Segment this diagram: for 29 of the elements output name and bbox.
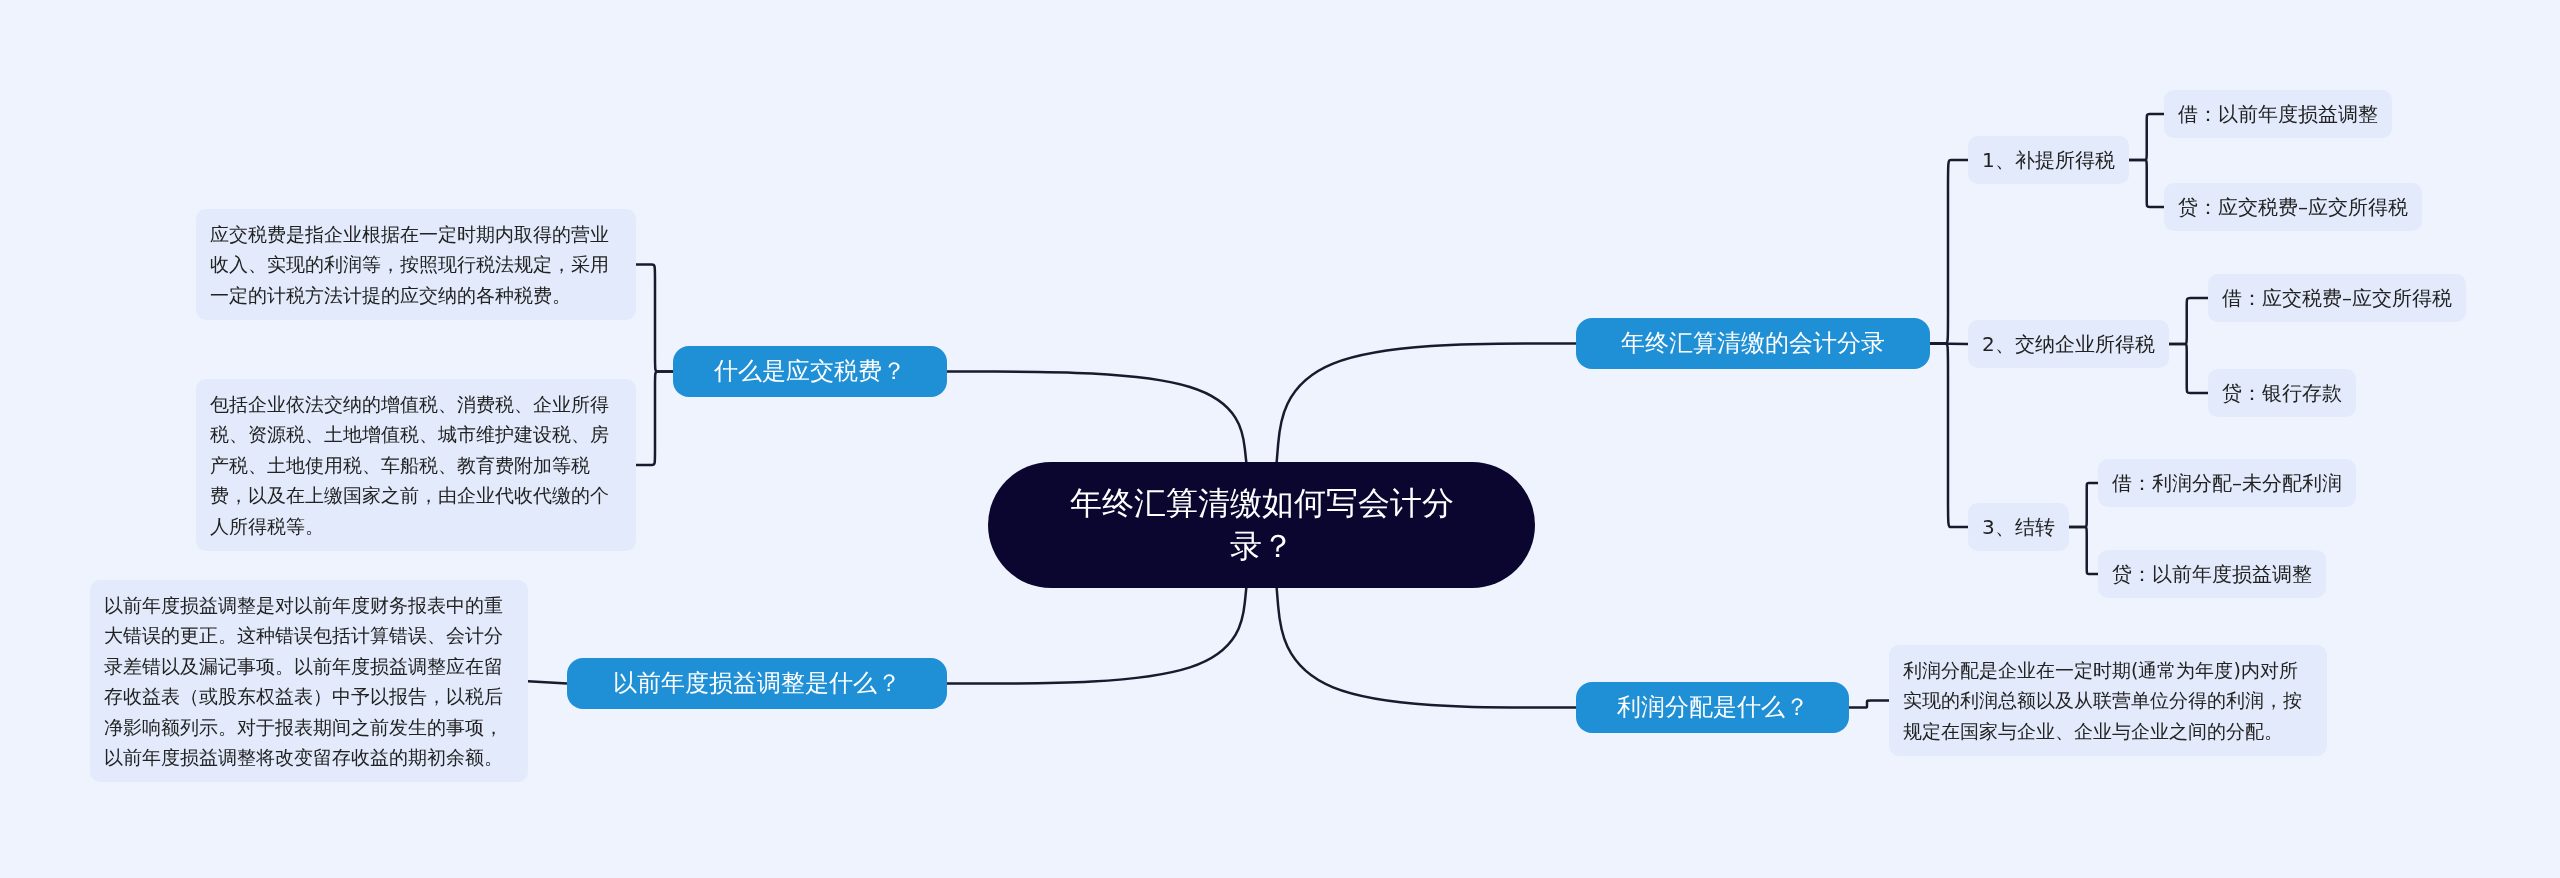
subtopic-box: 借：应交税费–应交所得税 <box>2208 274 2466 322</box>
topic-box: 什么是应交税费？ <box>673 346 947 398</box>
topic-box: 利润分配是什么？ <box>1576 682 1849 734</box>
connector-line <box>2068 525 2098 576</box>
topic-box: 以前年度损益调整是什么？ <box>567 658 947 710</box>
connector-line <box>527 679 568 685</box>
connector-line <box>1275 342 1576 465</box>
subtopic-box: 借：以前年度损益调整 <box>2164 90 2392 138</box>
connector-line <box>1930 342 1968 529</box>
note-card: 以前年度损益调整是对以前年度财务报表中的重大错误的更正。这种错误包括计算错误、会计分录差错以及漏记事项。以前年度损益调整应在留存收益表（或股东权益表）中予以报告，以税后净影响额列示。对于报表期间之前发生的事项，以前年度损益调整将改变留存收益的期初余额。 <box>90 580 528 783</box>
connector-line <box>2128 158 2164 209</box>
subtopic-box: 3、结转 <box>1968 503 2069 551</box>
subtopic-box: 1、补提所得税 <box>1968 136 2129 184</box>
subtopic-box: 贷：银行存款 <box>2208 369 2356 417</box>
subtopic-box: 借：利润分配–未分配利润 <box>2098 459 2356 507</box>
central-topic: 年终汇算清缴如何写会计分录？ <box>988 462 1535 588</box>
connector-line <box>2168 342 2208 395</box>
subtopic-box: 贷：以前年度损益调整 <box>2098 550 2326 598</box>
topic-box: 年终汇算清缴的会计分录 <box>1576 318 1930 370</box>
note-card: 包括企业依法交纳的增值税、消费税、企业所得税、资源税、土地增值税、城市维护建设税、房产税、土地使用税、车船税、教育费附加等税费，以及在上缴国家之前，由企业代收代缴的个人所得税等。 <box>196 379 636 551</box>
subtopic-box: 贷：应交税费–应交所得税 <box>2164 183 2422 231</box>
connector-line <box>636 370 673 467</box>
connector-line <box>1849 699 1889 709</box>
connector-line <box>947 585 1248 685</box>
note-card: 利润分配是企业在一定时期(通常为年度)内对所实现的利润总额以及从联营单位分得的利润，按规定在国家与企业、企业与企业之间的分配。 <box>1889 645 2327 757</box>
subtopic-box: 2、交纳企业所得税 <box>1968 320 2169 368</box>
connector-line <box>1275 585 1576 709</box>
note-card: 应交税费是指企业根据在一定时期内取得的营业收入、实现的利润等，按照现行税法规定，采用一定的计税方法计提的应交纳的各种税费。 <box>196 209 636 321</box>
connector-line <box>947 370 1248 465</box>
